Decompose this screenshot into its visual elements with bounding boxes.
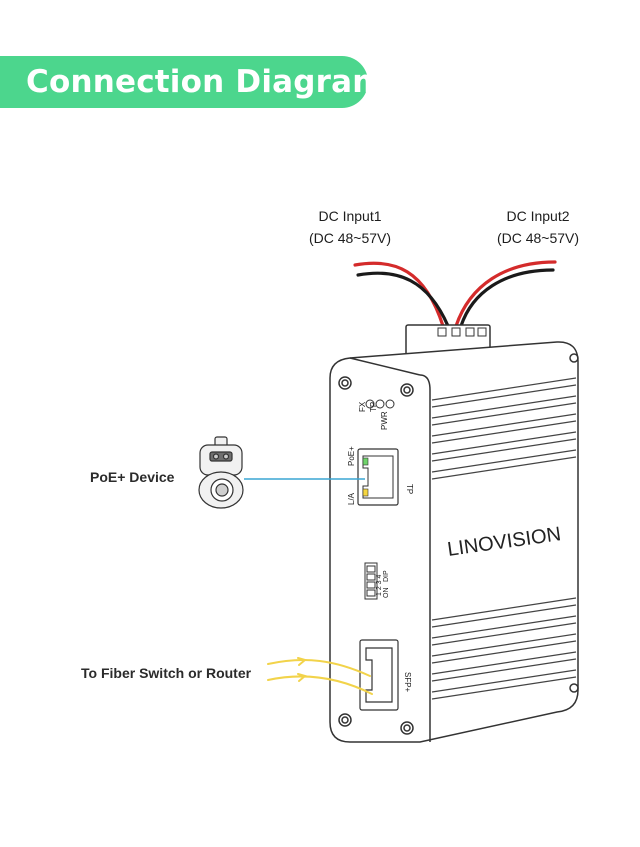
- dip-label: DIP: [383, 570, 390, 582]
- dip-switch[interactable]: [364, 562, 378, 600]
- led-pwr-label: PWR: [380, 411, 389, 430]
- led-pwr: [385, 399, 395, 409]
- title-banner: Connection Diagram: [0, 56, 385, 108]
- led-tp-label: TP: [369, 402, 378, 412]
- dip-numbers: 1 2 3 4: [376, 574, 383, 596]
- poe-device-label: PoE+ Device: [90, 469, 175, 485]
- port-la-label: L/A: [347, 492, 356, 505]
- dc-wires: [353, 260, 557, 328]
- fiber-label: To Fiber Switch or Router: [81, 665, 252, 681]
- led-tp: [375, 399, 385, 409]
- dc-input2-label: DC Input2: [506, 208, 570, 224]
- dip-on-label: ON: [383, 588, 390, 599]
- port-sfp-label: SFP+: [403, 672, 412, 693]
- ptz-camera-icon: [198, 436, 244, 509]
- page-title: Connection Diagram: [26, 64, 385, 100]
- dc-input1-range: (DC 48~57V): [308, 230, 392, 246]
- status-leds: [365, 399, 395, 409]
- dc-input2-range: (DC 48~57V): [496, 230, 580, 246]
- port-tp-label: TP: [405, 484, 414, 494]
- port-poe-label: PoE+: [347, 446, 356, 466]
- heatsink-fins: [431, 377, 577, 700]
- rj45-port[interactable]: [357, 448, 399, 506]
- led-fx: [365, 399, 375, 409]
- link-led-yellow: [362, 488, 369, 497]
- led-fx-label: FX: [358, 401, 367, 412]
- fiber-beams: [267, 657, 373, 695]
- link-led-green: [362, 457, 369, 466]
- dc-input1-label: DC Input1: [318, 208, 382, 224]
